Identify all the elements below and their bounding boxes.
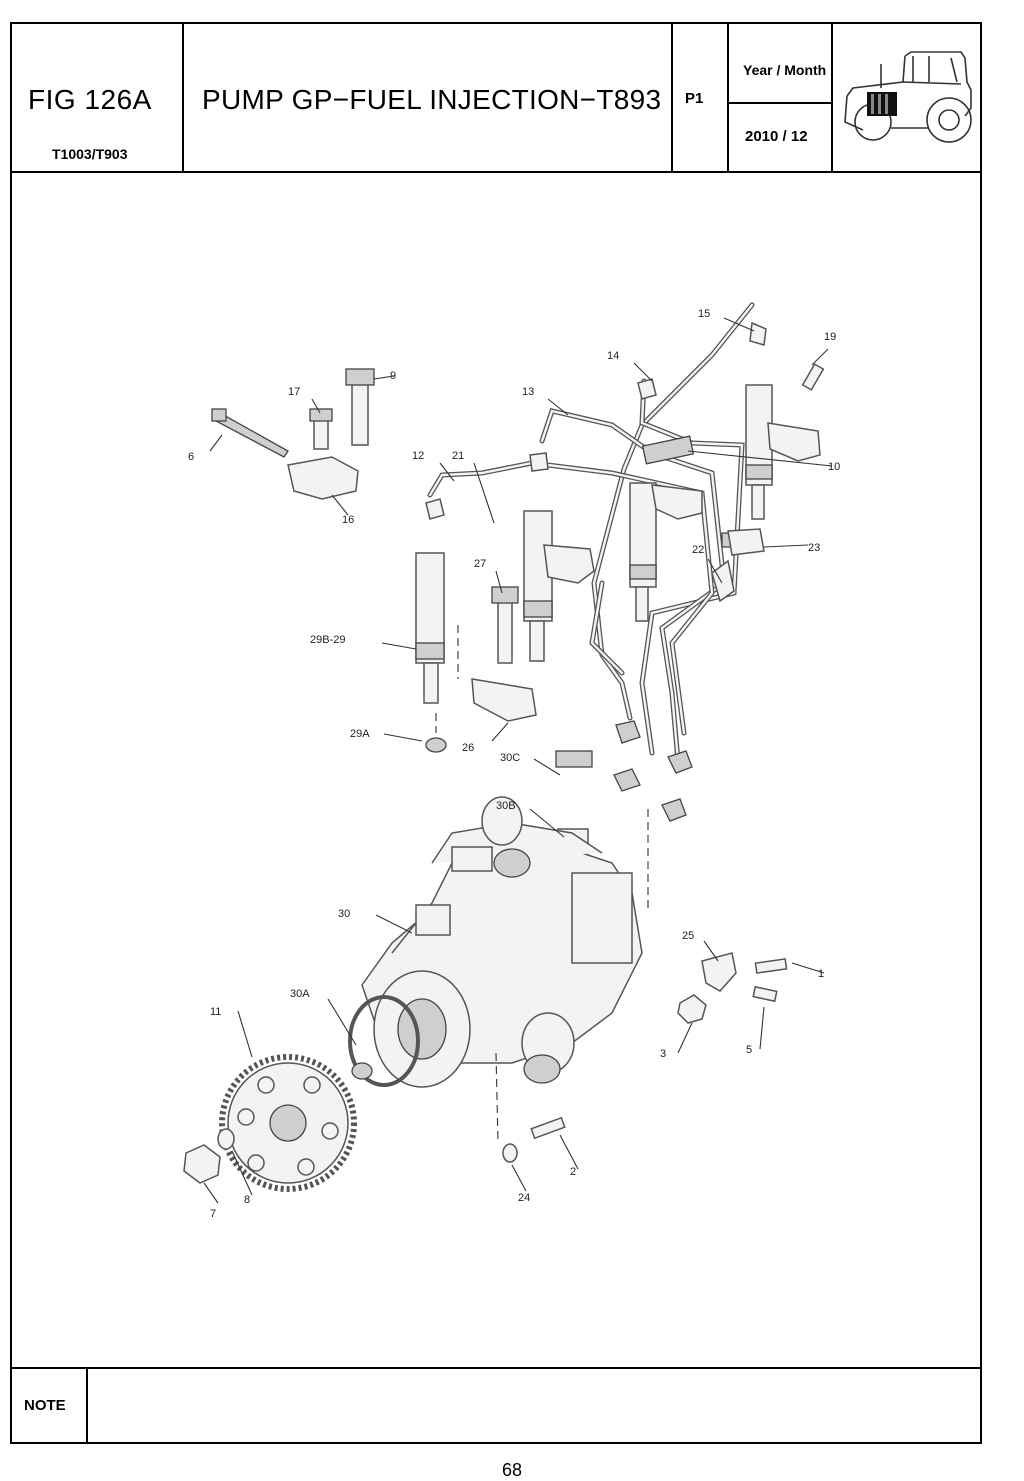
year-month-value: 2010 / 12	[745, 128, 808, 145]
callout-6: 6	[188, 451, 194, 463]
callout-7: 7	[210, 1208, 216, 1220]
page-number: 68	[501, 1460, 523, 1480]
drive-gear-and-seal	[183, 952, 788, 1192]
callout-16: 16	[342, 514, 354, 526]
callout-10: 10	[828, 461, 840, 473]
callout-labels: 15 19 14 13 9 17 6 12 21 10 16 27 22 23 …	[188, 308, 840, 1220]
callout-11: 11	[210, 1006, 221, 1018]
tractor-cell	[833, 24, 982, 171]
header: FIG 126A T1003/T903 PUMP GP−FUEL INJECTI…	[12, 24, 980, 173]
page-code-cell: P1	[673, 24, 729, 171]
fuel-injection-pump-illustration: 15 19 14 13 9 17 6 12 21 10 16 27 22 23 …	[183, 302, 840, 1220]
callout-2: 2	[570, 1166, 576, 1178]
tractor-icon	[844, 51, 972, 143]
callout-3: 3	[660, 1048, 666, 1060]
callout-22: 22	[692, 544, 704, 556]
callout-8: 8	[244, 1194, 250, 1206]
year-month-label-box: Year / Month	[729, 24, 831, 104]
callout-27: 27	[474, 558, 486, 570]
callout-30: 30	[338, 908, 350, 920]
callout-24: 24	[518, 1192, 530, 1204]
assembly-guide-lines	[435, 625, 649, 1144]
callout-29b-29: 29B-29	[310, 634, 345, 646]
callout-30c: 30C	[500, 752, 520, 764]
note-row: NOTE	[12, 1367, 980, 1442]
note-label-cell: NOTE	[12, 1369, 88, 1442]
fuel-injectors	[415, 384, 821, 722]
callout-5: 5	[746, 1044, 752, 1056]
year-month-cell: Year / Month 2010 / 12	[729, 24, 833, 171]
year-month-label: Year / Month	[743, 62, 827, 78]
callout-9: 9	[390, 370, 396, 382]
exploded-parts-diagram: 15 19 14 13 9 17 6 12 21 10 16 27 22 23 …	[12, 173, 980, 1371]
page-code: P1	[685, 90, 704, 107]
callout-1: 1	[818, 968, 824, 980]
callout-19: 19	[824, 331, 836, 343]
callout-14: 14	[607, 350, 619, 362]
callout-12: 12	[412, 450, 424, 462]
page-frame: FIG 126A T1003/T903 PUMP GP−FUEL INJECTI…	[10, 22, 982, 1444]
callout-13: 13	[522, 386, 534, 398]
callout-23: 23	[808, 542, 820, 554]
model-label: T1003/T903	[52, 146, 128, 162]
callout-leader-lines	[203, 317, 833, 1204]
injection-pump-body	[361, 796, 643, 1088]
callout-15: 15	[698, 308, 710, 320]
callout-25: 25	[682, 930, 694, 942]
fig-cell: FIG 126A T1003/T903	[12, 24, 184, 171]
bracket-and-fasteners	[211, 363, 825, 864]
callout-17: 17	[288, 386, 300, 398]
callout-21: 21	[452, 450, 464, 462]
page-title: PUMP GP−FUEL INJECTION−T893	[202, 84, 662, 115]
callout-26: 26	[462, 742, 474, 754]
callout-30b: 30B	[496, 800, 516, 812]
callout-29a: 29A	[350, 728, 370, 740]
fig-label: FIG 126A	[28, 84, 152, 115]
title-cell: PUMP GP−FUEL INJECTION−T893	[184, 24, 673, 171]
note-label: NOTE	[24, 1397, 66, 1414]
callout-30a: 30A	[290, 988, 310, 1000]
fuel-injection-pipes	[425, 302, 767, 822]
